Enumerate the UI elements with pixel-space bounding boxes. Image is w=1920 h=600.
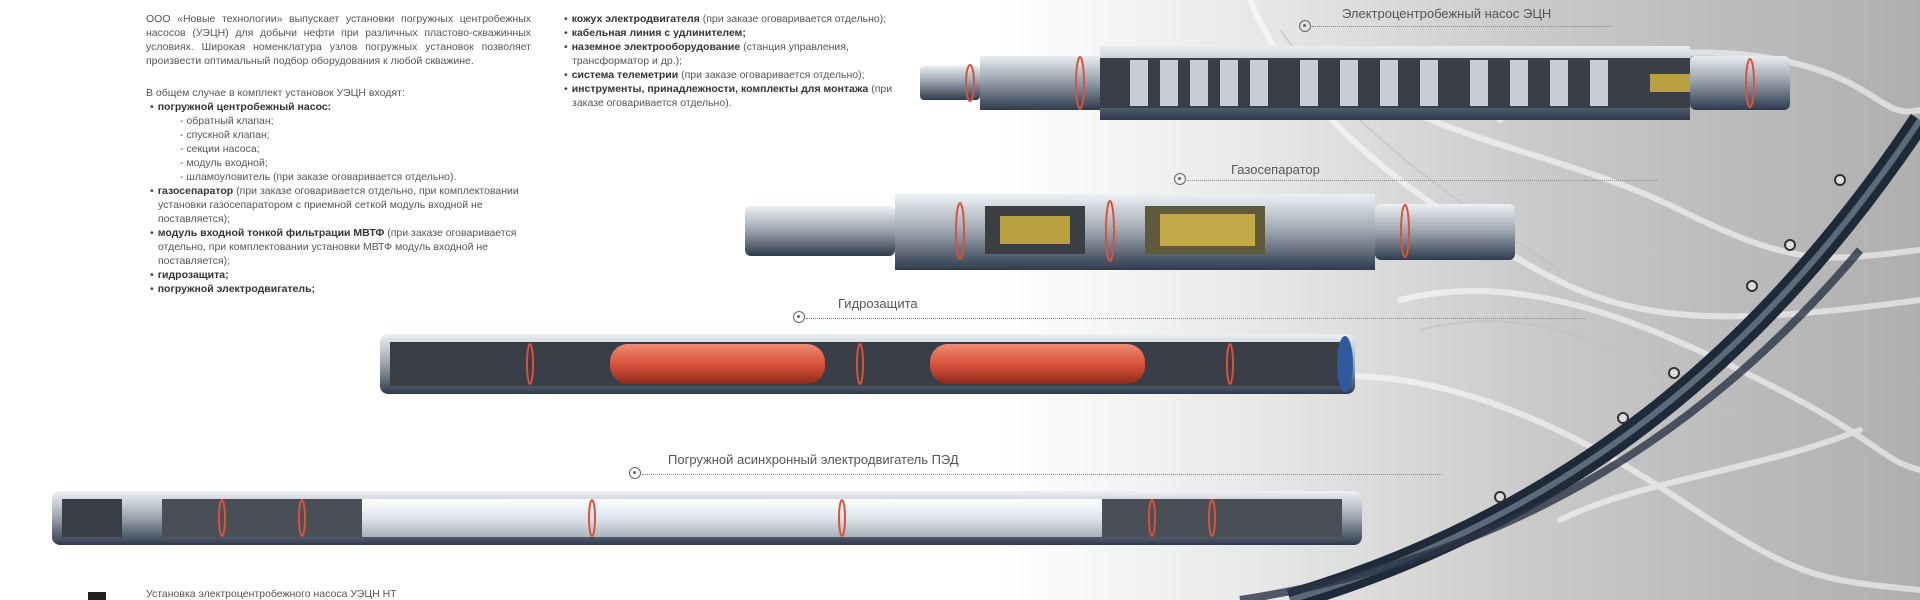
leader-line — [1312, 26, 1612, 27]
list-subitem: - шламоуловитель (при заказе оговаривает… — [180, 171, 457, 183]
list-subitem: - обратный клапан; — [180, 115, 274, 127]
components-list-left: В общем случае в комплект установок УЭЦН… — [146, 86, 531, 296]
caption-motor: Погружной асинхронный электродвигатель П… — [668, 452, 959, 467]
list-heading: В общем случае в комплект установок УЭЦН… — [146, 87, 405, 99]
list-item: •наземное электрооборудование (станция у… — [564, 41, 849, 67]
list-item: •гидрозащита; — [150, 269, 229, 281]
list-item: •кабельная линия с удлинителем; — [564, 27, 746, 39]
callout-ring-icon — [793, 311, 805, 323]
caption-separator: Газосепаратор — [1231, 162, 1320, 177]
callout-ring-icon — [629, 467, 641, 479]
leader-line — [1187, 180, 1657, 181]
list-item: •кожух электродвигателя (при заказе огов… — [564, 13, 887, 25]
footer-caption: Установка электроцентробежного насоса УЭ… — [146, 588, 397, 600]
caption-pump: Электроцентробежный насос ЭЦН — [1342, 6, 1552, 21]
list-item: •инструменты, принадлежности, комплекты … — [564, 83, 893, 109]
leader-line — [642, 474, 1442, 475]
gas-separator-cutaway-illustration — [745, 194, 1515, 270]
list-subitem: - спускной клапан; — [180, 129, 270, 141]
leader-line — [806, 318, 1586, 319]
footer-marker — [88, 592, 106, 600]
pump-cutaway-illustration — [920, 46, 1790, 120]
list-item: •система телеметрии (при заказе оговарив… — [564, 69, 865, 81]
list-item: •погружной центробежный насос: — [150, 101, 332, 113]
motor-cutaway-illustration — [52, 491, 1362, 545]
callout-ring-icon — [1174, 173, 1186, 185]
intro-paragraph: ООО «Новые технологии» выпускает установ… — [146, 13, 531, 67]
background-roots-decoration — [1239, 0, 1920, 600]
list-item: •газосепаратор (при заказе оговаривается… — [150, 185, 519, 225]
list-subitem: - модуль входной; — [180, 157, 268, 169]
components-list-right: •кожух электродвигателя (при заказе огов… — [560, 12, 900, 110]
callout-ring-icon — [1299, 20, 1311, 32]
list-item: •модуль входной тонкой фильтрации МВТФ (… — [150, 227, 517, 267]
caption-protector: Гидрозащита — [838, 296, 918, 311]
list-subitem: - секции насоса; — [180, 143, 260, 155]
protector-cutaway-illustration — [380, 334, 1355, 394]
list-item: •погружной электродвигатель; — [150, 283, 316, 295]
